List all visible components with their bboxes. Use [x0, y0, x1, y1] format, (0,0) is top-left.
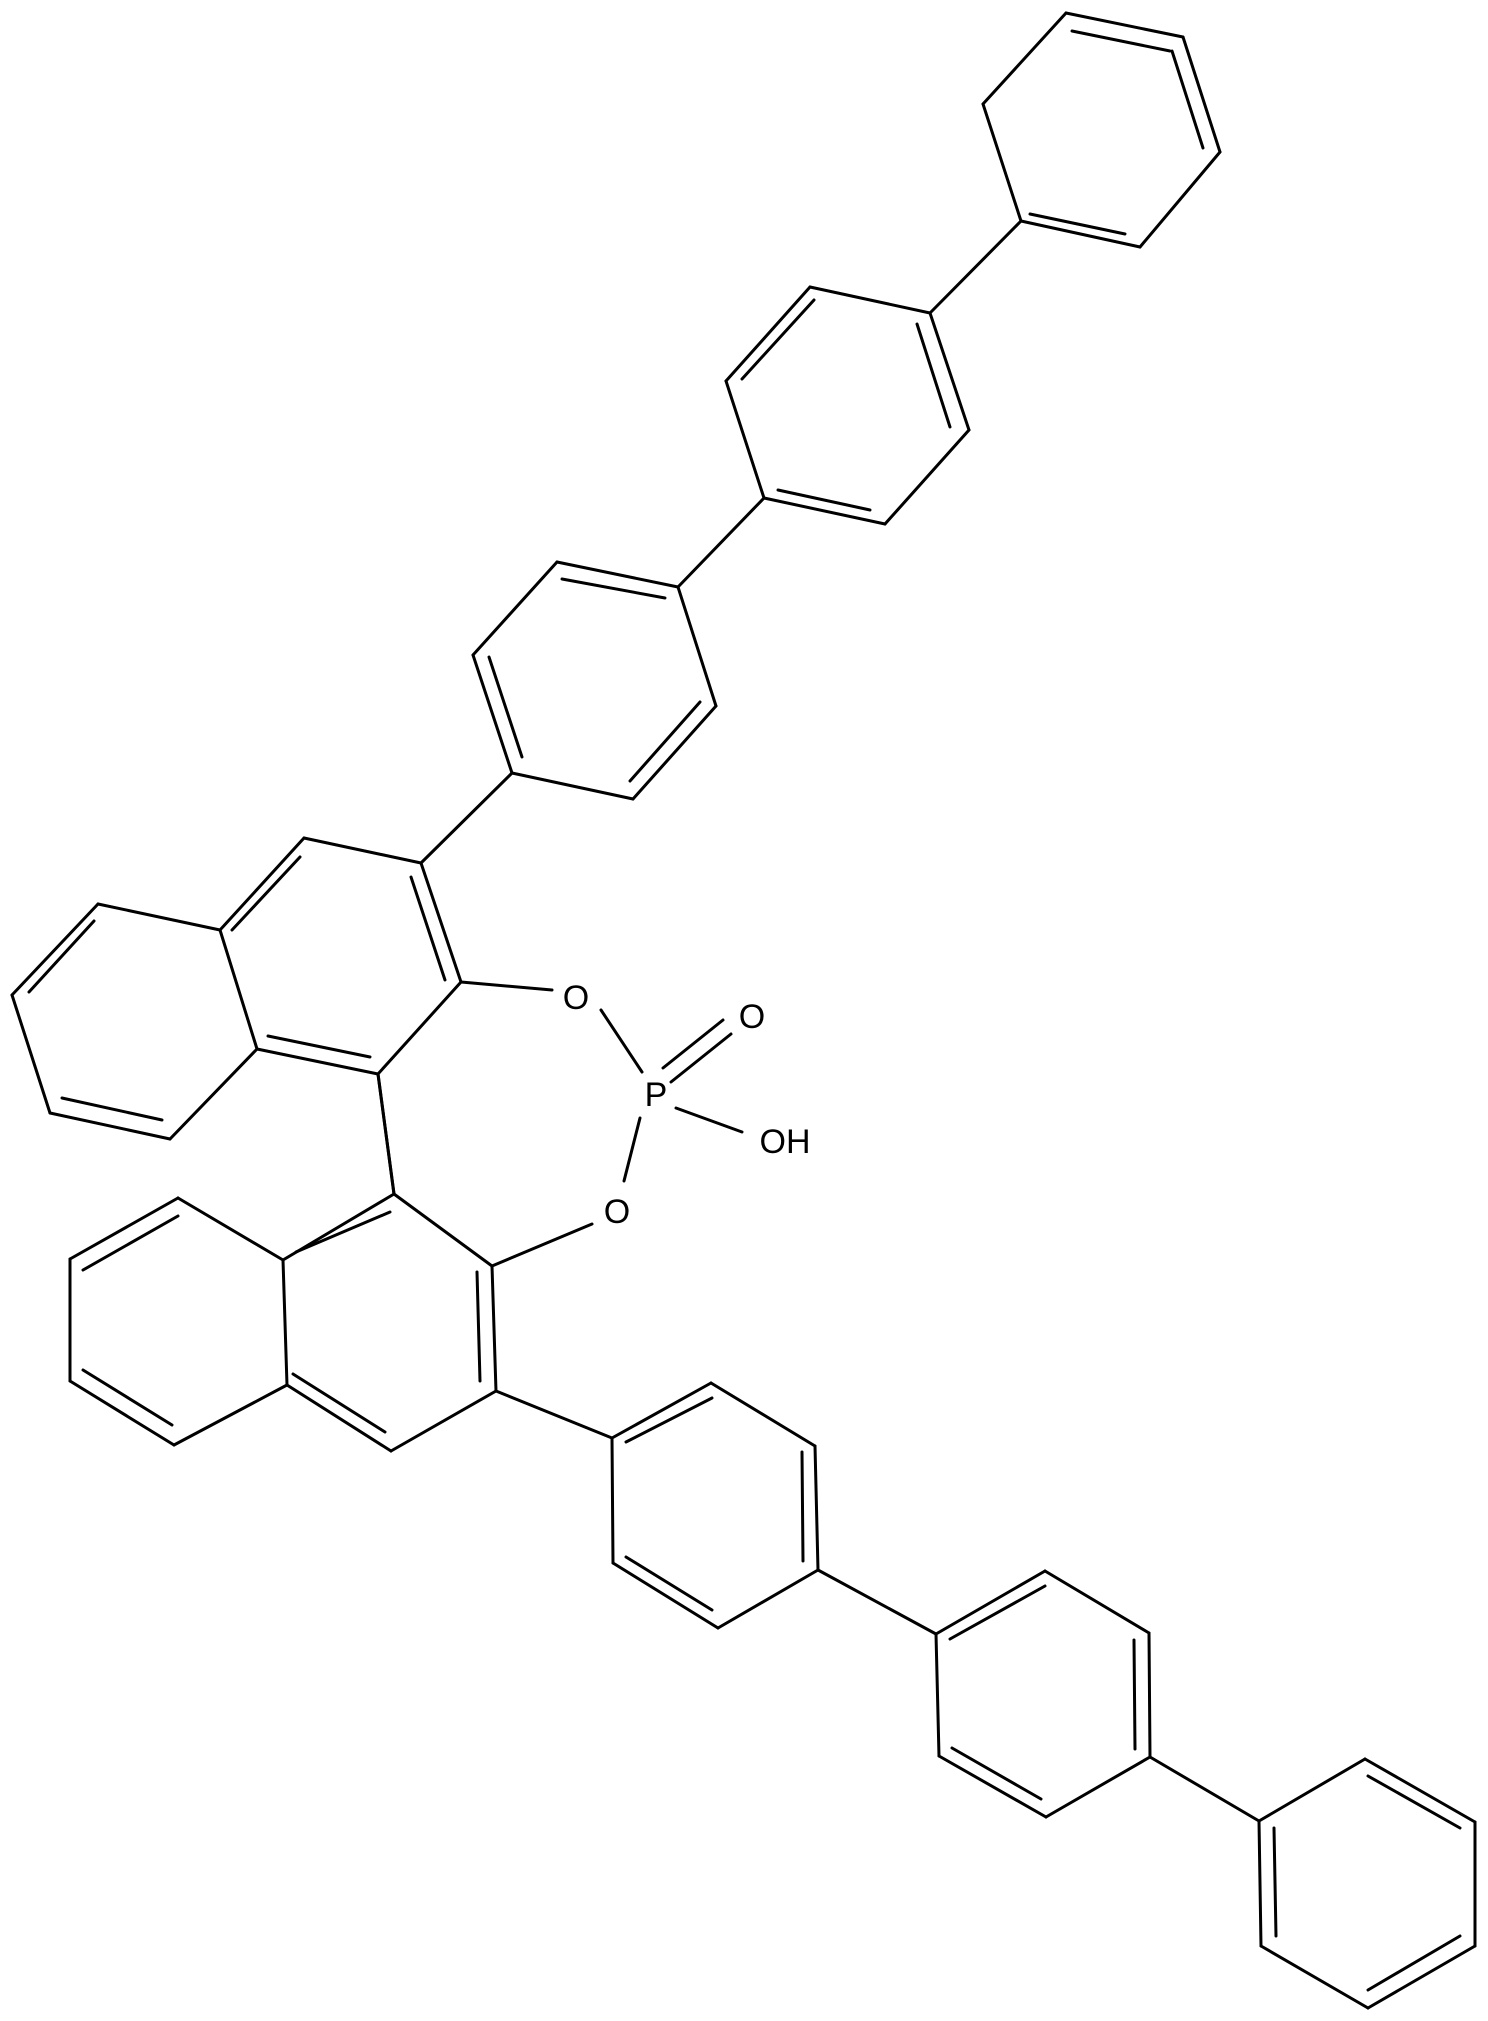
top-terminal-phenyl-ring: [981, 11, 1222, 249]
top-middle-phenyl-ring: [724, 285, 971, 526]
lower-naphthalene: [68, 1072, 498, 1453]
bottom-middle-phenyl-ring: [934, 1569, 1152, 1819]
top-inner-phenyl-ring: [471, 560, 718, 801]
atom-label-o-upper: O: [563, 979, 589, 1017]
atom-label-oh: OH: [760, 1123, 811, 1161]
bond-aryl-naphthyl-top: [419, 771, 514, 865]
bond-biaryl-top-1: [928, 219, 1023, 315]
atom-label-p: P: [645, 1076, 668, 1114]
bond-aryl-naphthyl-bottom: [494, 1389, 614, 1440]
upper-naphthalene: [10, 836, 463, 1141]
bond-biaryl-bottom-2: [1148, 1755, 1261, 1823]
bond-biaryl-top-2: [676, 496, 766, 589]
bottom-terminal-phenyl-ring: [1257, 1757, 1477, 2010]
bond-biaryl-bottom-1: [816, 1568, 938, 1636]
atom-label-o-lower: O: [604, 1193, 630, 1231]
bottom-inner-phenyl-ring: [610, 1381, 820, 1630]
atom-label-o-double: O: [739, 998, 765, 1036]
